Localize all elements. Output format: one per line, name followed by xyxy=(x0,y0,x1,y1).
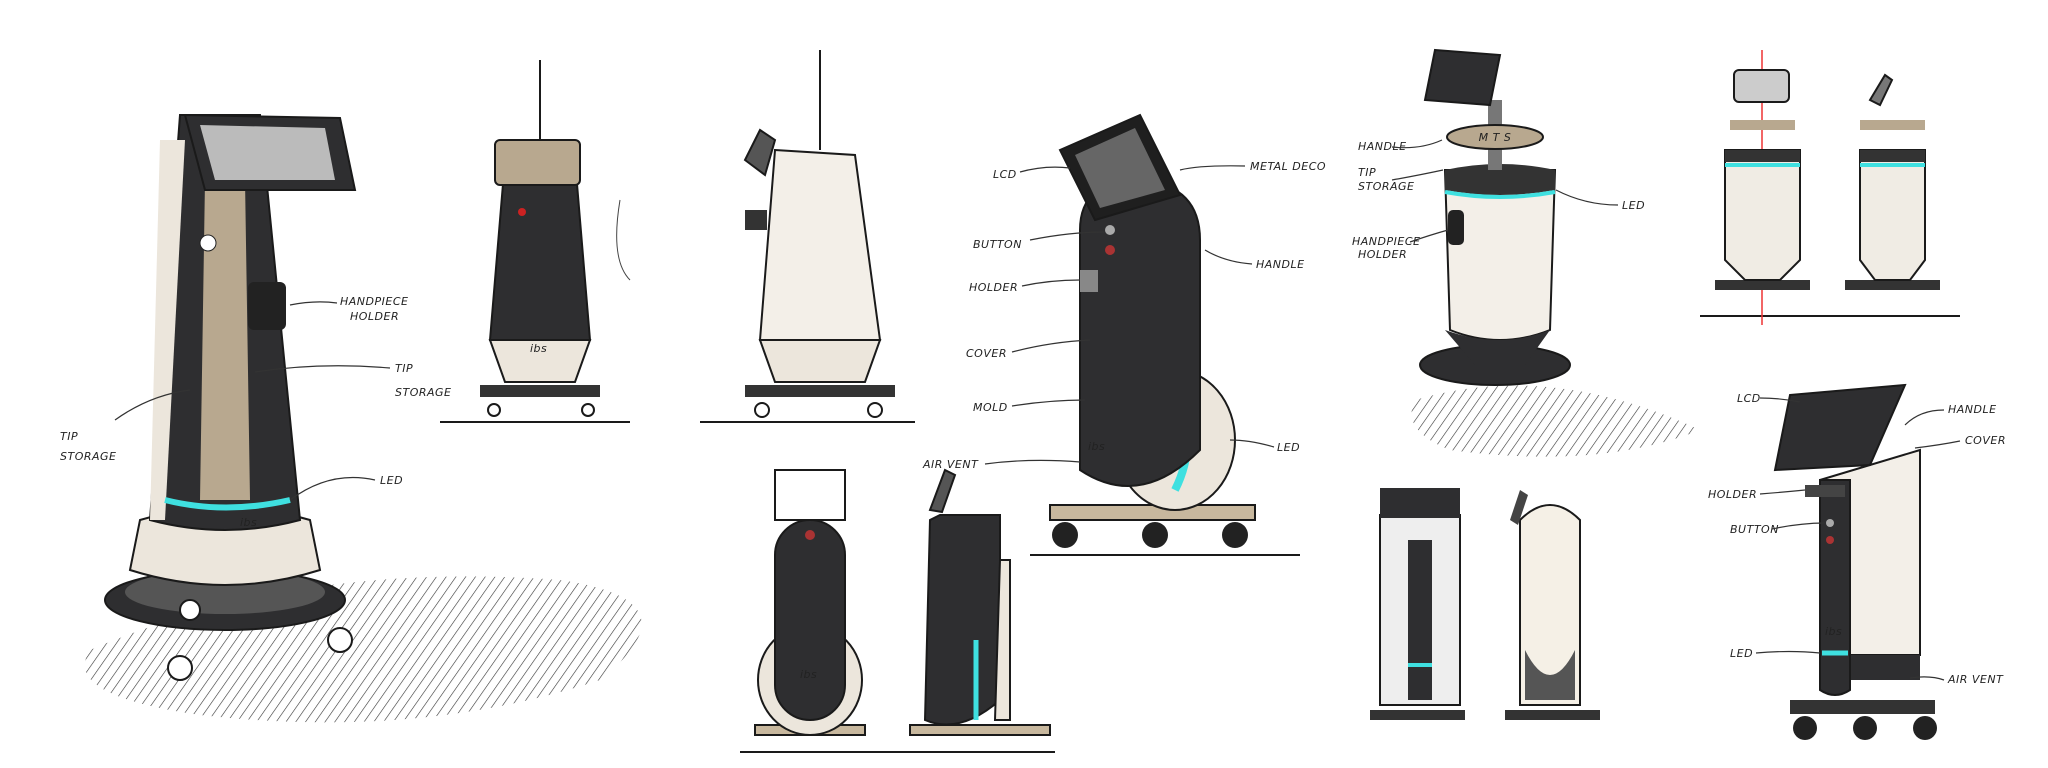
label-tip-storage-2: STORAGE xyxy=(395,386,452,399)
label-cover: COVER xyxy=(966,347,1007,360)
handle-ring xyxy=(1446,124,1544,150)
label-handle: HANDLE xyxy=(1256,258,1305,271)
base-frame xyxy=(480,385,600,397)
sketch-8-pill-views xyxy=(1370,488,1600,720)
label-holder: HOLDER xyxy=(969,281,1018,294)
sketch-6-round-tower: M T S HANDLE TIP STORAGE LED HANDPIECE H… xyxy=(1352,48,1700,457)
sketch-7-round-tower-views xyxy=(1700,50,1960,325)
label-handle: HANDLE xyxy=(1358,140,1407,153)
brand-logo: ibs xyxy=(1825,625,1842,638)
lcd-screen xyxy=(1423,48,1502,107)
holder xyxy=(1080,270,1098,292)
led-strip xyxy=(1444,190,1556,199)
lcd-screen xyxy=(774,469,846,521)
label-tip-storage-left-2: STORAGE xyxy=(60,450,117,463)
label-holder: HOLDER xyxy=(1708,488,1757,501)
label-tip-storage-2: STORAGE xyxy=(1358,180,1415,193)
label-button: BUTTON xyxy=(1730,523,1779,536)
brand-logo: ibs xyxy=(1088,440,1105,453)
brand-logo: ibs xyxy=(240,516,257,529)
sketch-3-side-view xyxy=(616,50,915,423)
label-button: BUTTON xyxy=(973,238,1022,251)
sketch-2-front-view: ibs xyxy=(440,60,630,423)
brand-logo: ibs xyxy=(800,668,817,681)
label-tip-storage-left: TIP xyxy=(60,430,78,443)
label-tip-storage: TIP xyxy=(1358,166,1376,179)
label-tip-storage: TIP xyxy=(395,362,413,375)
label-led: LED xyxy=(1730,647,1753,660)
lcd-screen xyxy=(1773,383,1907,472)
bronze-panel xyxy=(200,180,250,500)
label-handpiece-holder: HANDPIECE xyxy=(1352,235,1420,248)
label-led: LED xyxy=(1622,199,1645,212)
side-body xyxy=(923,514,1001,726)
lcd-screen xyxy=(494,139,581,186)
label-metal-deco: METAL DECO xyxy=(1250,160,1326,173)
label-handpiece-holder: HANDPIECE xyxy=(340,295,408,308)
lcd-screen xyxy=(743,128,777,177)
sketch-9-right-perspective: ibs LCD HANDLE COVER HOLDER BUTTON LED A… xyxy=(1708,383,2006,740)
label-air-vent: AIR VENT xyxy=(922,458,979,471)
label-mold: MOLD xyxy=(973,401,1008,414)
ring-lettering: M T S xyxy=(1479,131,1512,144)
label-cover: COVER xyxy=(1965,434,2006,447)
front-body xyxy=(774,519,846,721)
sketch-4-center-perspective: ibs LCD METAL DECO BUTTON HANDLE HOLDER … xyxy=(922,113,1326,556)
handpiece-holder xyxy=(248,282,286,330)
sketch-5-front-and-side-views: ibs xyxy=(740,468,1055,753)
label-led: LED xyxy=(1277,441,1300,454)
label-lcd: LCD xyxy=(993,168,1017,181)
brand-logo: ibs xyxy=(530,342,547,355)
label-handpiece-holder-2: HOLDER xyxy=(350,310,399,323)
label-air-vent: AIR VENT xyxy=(1947,673,2004,686)
label-led: LED xyxy=(380,474,403,487)
label-handle: HANDLE xyxy=(1948,403,1997,416)
label-lcd: LCD xyxy=(1737,392,1761,405)
label-handpiece-holder-2: HOLDER xyxy=(1358,248,1407,261)
led-strip xyxy=(164,497,291,511)
sketch-1-main-tower: ibs HANDPIECE HOLDER TIP STORAGE TIP STO… xyxy=(60,113,642,723)
